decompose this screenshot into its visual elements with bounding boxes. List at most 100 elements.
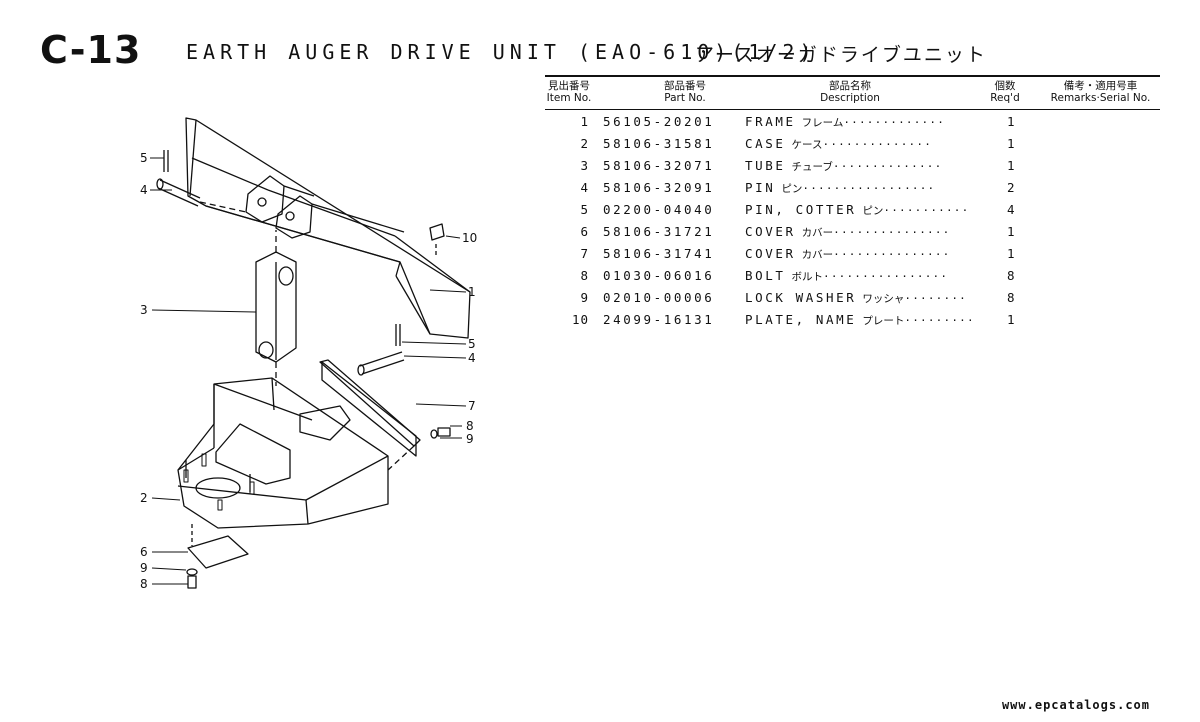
desc-en: COVER xyxy=(745,224,796,239)
callout-label: 8 xyxy=(466,419,474,433)
header-remarks-jp: 備考・適用号車 xyxy=(1063,80,1138,92)
part-no: 02200-04040 xyxy=(603,202,715,217)
callout-label: 9 xyxy=(140,561,148,575)
name-plate-part xyxy=(429,223,445,256)
item-no: 10 xyxy=(571,312,589,327)
header-part-no: 部品番号 Part No. xyxy=(605,80,765,104)
desc-jp: ボルト xyxy=(791,271,824,283)
exploded-parts-diagram xyxy=(150,117,471,589)
leader-dots: ················· xyxy=(802,182,936,195)
header-item-no: 見出番号 Item No. xyxy=(545,80,593,104)
header-remarks: 備考・適用号車 Remarks·Serial No. xyxy=(1043,80,1158,104)
cover-6-part xyxy=(186,524,249,589)
desc-en: PLATE, NAME xyxy=(745,312,857,327)
quantity: 1 xyxy=(1007,224,1015,239)
header-item-jp: 見出番号 xyxy=(548,80,590,92)
leader-dots: ··············· xyxy=(833,248,951,261)
quantity: 8 xyxy=(1007,290,1015,305)
frame-part xyxy=(185,117,471,339)
item-no: 9 xyxy=(580,290,589,305)
header-part-jp: 部品番号 xyxy=(664,80,706,92)
header-qty-en: Req'd xyxy=(990,92,1020,104)
callout-label: 4 xyxy=(140,183,148,197)
desc-en: PIN, COTTER xyxy=(745,202,857,217)
quantity: 1 xyxy=(1007,158,1015,173)
desc-jp: フレーム xyxy=(801,117,844,129)
case-part xyxy=(177,377,389,529)
leader-dots: ··········· xyxy=(883,204,970,217)
quantity: 4 xyxy=(1007,202,1015,217)
desc-en: LOCK WASHER xyxy=(745,290,857,305)
description: FRAME フレーム············· xyxy=(745,114,945,130)
desc-jp: ピン xyxy=(862,205,884,217)
leader-dots: ················ xyxy=(823,270,949,283)
callout-label: 7 xyxy=(468,399,476,413)
page-code: C-13 xyxy=(40,28,142,72)
leader-dots: ············· xyxy=(843,116,946,129)
callout-label: 4 xyxy=(468,351,476,365)
quantity: 2 xyxy=(1007,180,1015,195)
watermark[interactable]: www.epcatalogs.com xyxy=(1001,698,1150,712)
quantity: 8 xyxy=(1007,268,1015,283)
callout-label: 10 xyxy=(462,231,478,245)
part-no: 58106-31581 xyxy=(603,136,715,151)
desc-en: CASE xyxy=(745,136,786,151)
desc-jp: ピン xyxy=(781,183,803,195)
parts-table: 見出番号 Item No. 部品番号 Part No. 部品名称 Descrip… xyxy=(545,75,1160,330)
desc-jp: カバー xyxy=(801,227,834,239)
header-quantity: 個数 Req'd xyxy=(980,80,1030,104)
leader-dots: ·············· xyxy=(822,138,933,151)
callout-label: 9 xyxy=(466,432,474,446)
page-title: EARTH AUGER DRIVE UNIT (EAO-610)(1/2) xyxy=(186,40,817,64)
description: CASE ケース·············· xyxy=(745,136,932,152)
part-no: 02010-00006 xyxy=(603,290,715,305)
item-no: 8 xyxy=(580,268,589,283)
quantity: 1 xyxy=(1007,114,1015,129)
header-description: 部品名称 Description xyxy=(775,80,925,104)
side-bolt-part xyxy=(430,427,451,439)
desc-en: FRAME xyxy=(745,114,796,129)
case-bolts xyxy=(183,453,255,511)
header-desc-en: Description xyxy=(820,92,880,104)
callout-label: 8 xyxy=(140,577,148,591)
desc-en: COVER xyxy=(745,246,796,261)
item-no: 2 xyxy=(580,136,589,151)
header-qty-jp: 個数 xyxy=(994,80,1016,92)
part-no: 24099-16131 xyxy=(603,312,715,327)
desc-jp: カバー xyxy=(801,249,834,261)
callout-label: 1 xyxy=(468,285,476,299)
quantity: 1 xyxy=(1007,246,1015,261)
page-title-jp: アースオーガドライブユニット xyxy=(695,44,987,66)
callout-label: 5 xyxy=(140,151,148,165)
description: PIN, COTTER ピン··········· xyxy=(745,202,969,218)
item-no: 3 xyxy=(580,158,589,173)
desc-jp: ケース xyxy=(791,139,823,151)
desc-jp: チューブ xyxy=(791,161,833,173)
desc-en: TUBE xyxy=(745,158,786,173)
leader-dots: ········ xyxy=(904,292,967,305)
upper-pin-part xyxy=(156,150,247,213)
tube-part xyxy=(255,230,297,386)
callout-label: 2 xyxy=(140,491,148,505)
callout-label: 6 xyxy=(140,545,148,559)
item-no: 4 xyxy=(580,180,589,195)
part-no: 58106-32071 xyxy=(603,158,715,173)
part-no: 58106-31721 xyxy=(603,224,715,239)
leader-dots: ········· xyxy=(904,314,975,327)
header-item-en: Item No. xyxy=(546,92,592,104)
